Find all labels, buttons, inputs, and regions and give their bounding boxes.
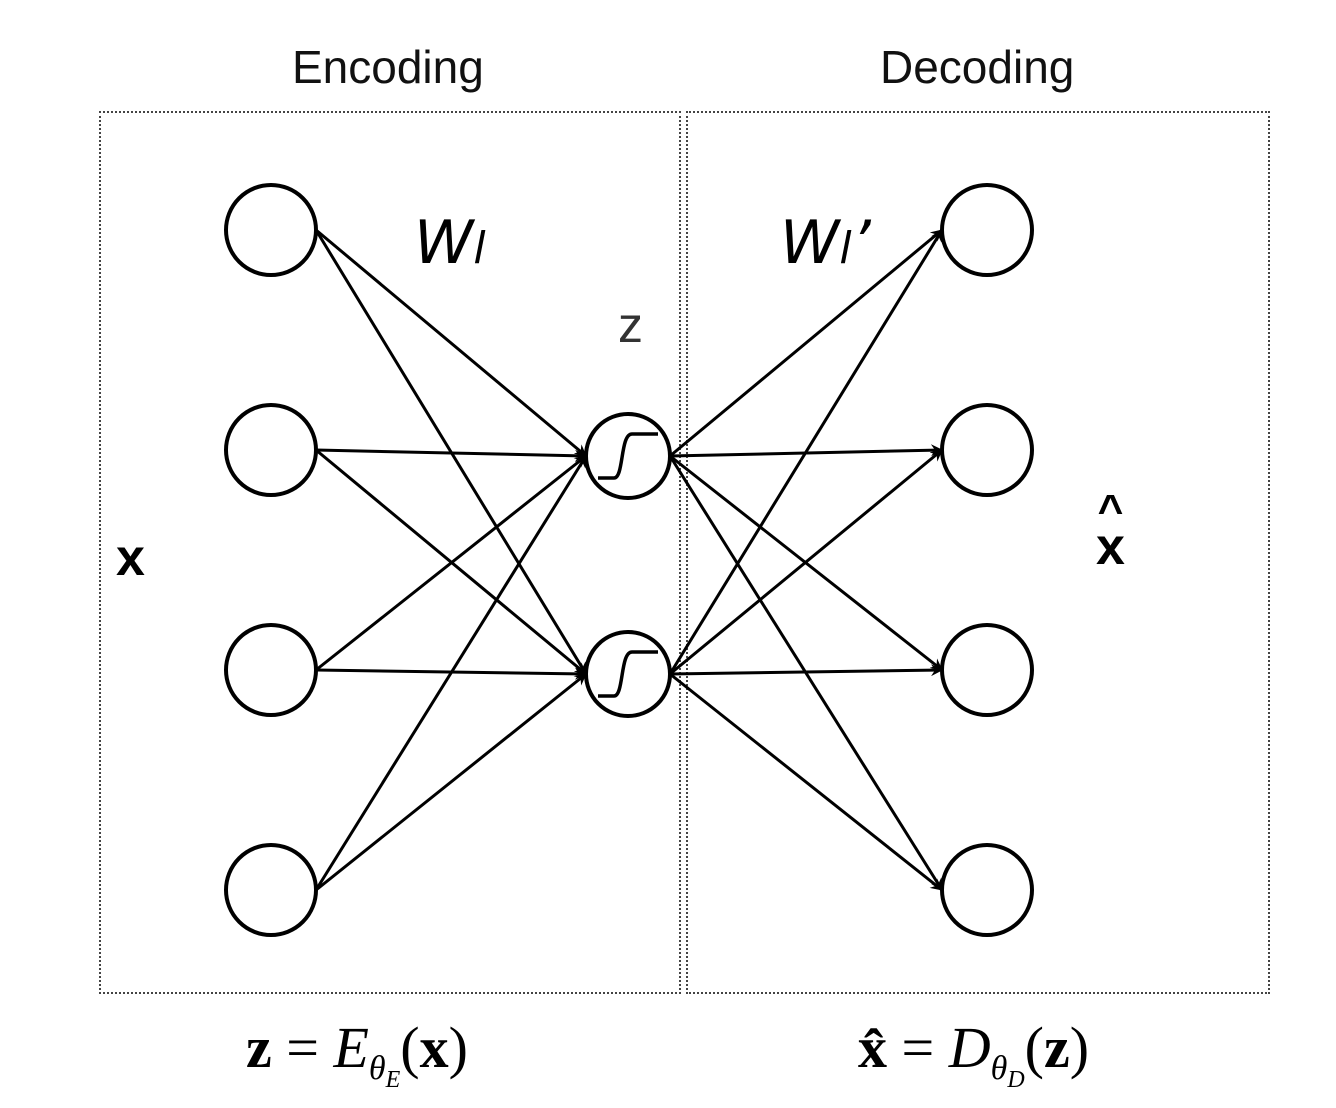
encoder-edge-2-0	[315, 454, 587, 672]
decoder-edge-1-3	[669, 672, 943, 892]
edges-group	[314, 228, 944, 892]
input-node-3	[224, 623, 318, 717]
hidden-node-1	[584, 412, 672, 500]
sigmoid-icon	[598, 650, 658, 698]
output-node-4	[940, 843, 1034, 937]
input-node-2	[224, 403, 318, 497]
decoder-edge-0-0	[669, 228, 943, 458]
output-label: ^x	[1096, 486, 1125, 577]
input-label: x	[116, 529, 145, 587]
sigmoid-icon	[598, 432, 658, 480]
hidden-node-2	[584, 630, 672, 718]
decoder-edge-1-1	[669, 448, 943, 676]
encoder-formula: z = EθE(x)	[246, 1015, 468, 1093]
nodes-group	[224, 183, 1034, 937]
encoder-edge-1-0	[315, 448, 587, 462]
decoder-weights-label: Wl’	[780, 208, 871, 278]
encoder-weights-label: Wl	[414, 208, 486, 278]
encoder-panel	[99, 111, 681, 994]
output-node-3	[940, 623, 1034, 717]
decoding-title: Decoding	[880, 41, 1075, 93]
input-node-4	[224, 843, 318, 937]
latent-label: z	[618, 297, 643, 353]
encoder-edge-0-0	[315, 228, 587, 458]
encoding-title: Encoding	[292, 41, 484, 93]
input-node-1	[224, 183, 318, 277]
encoder-edge-3-1	[315, 672, 587, 892]
output-node-2	[940, 403, 1034, 497]
decoder-edge-1-2	[669, 664, 943, 677]
decoder-panel	[686, 111, 1270, 994]
decoder-formula: x̂ = DθD(z)	[858, 1015, 1090, 1093]
output-node-1	[940, 183, 1034, 277]
encoder-edge-3-0	[314, 455, 588, 891]
decoder-edge-1-0	[668, 229, 944, 675]
